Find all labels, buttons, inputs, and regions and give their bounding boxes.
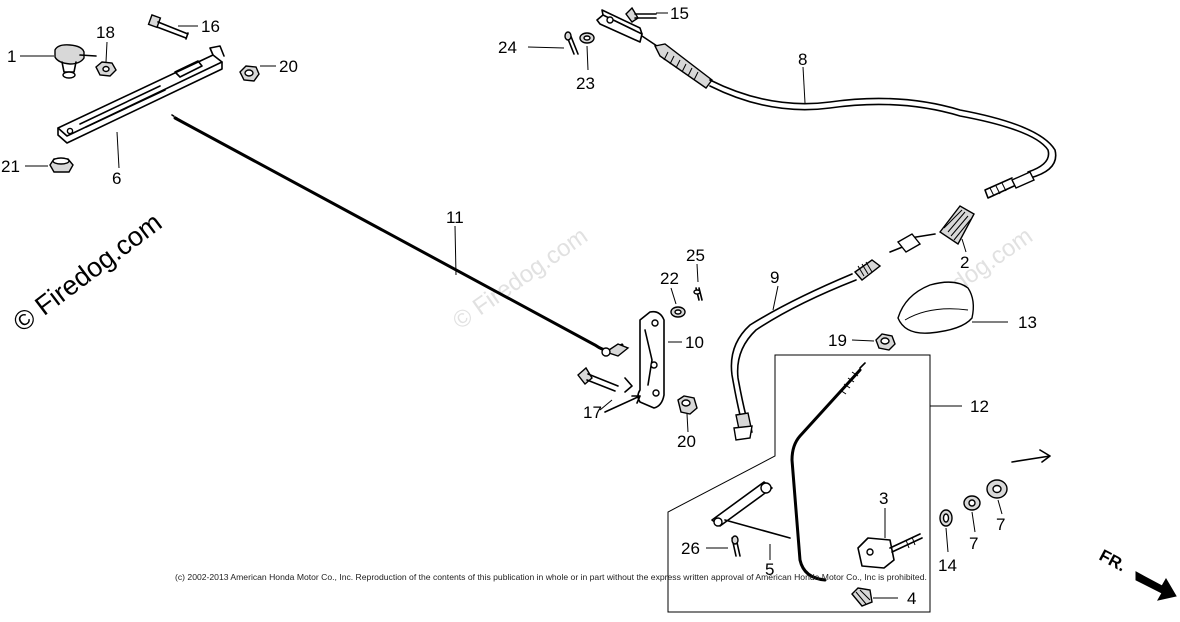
arm-5-part [711, 481, 791, 539]
grommet-14-part [939, 509, 953, 527]
pin-24-part [564, 31, 579, 55]
callout-24: 24 [498, 38, 517, 57]
nut-19-part [875, 333, 896, 351]
callout-14: 14 [938, 556, 957, 575]
knob-13-part [897, 281, 975, 334]
bracket-6-part [57, 45, 225, 144]
copyright-notice: (c) 2002-2013 American Honda Motor Co., … [175, 572, 927, 582]
callout-25: 25 [686, 246, 705, 265]
callout-10: 10 [685, 333, 704, 352]
collar-7a-part [963, 495, 981, 511]
ball-joint-part [54, 44, 97, 79]
boot-2-part [889, 205, 975, 253]
pin-25-part [693, 287, 703, 301]
direction-arrow-small [1011, 449, 1051, 463]
callout-1: 1 [7, 47, 16, 66]
watermark-main: © Firedog.com [8, 207, 168, 338]
cable-9-part [730, 259, 882, 441]
washer-22-part [670, 306, 686, 318]
callout-17: 17 [583, 403, 602, 422]
spring-4-part [851, 587, 873, 607]
callout-8: 8 [798, 50, 807, 69]
washer-23-part [579, 32, 595, 44]
callout-19: 19 [828, 331, 847, 350]
callout-18: 18 [96, 23, 115, 42]
callout-21: 21 [1, 157, 20, 176]
callout-22: 22 [660, 269, 679, 288]
callout-12: 12 [970, 397, 989, 416]
bolt-16-part [147, 14, 189, 40]
callout-23: 23 [576, 74, 595, 93]
collar-7b-part [986, 479, 1008, 499]
callout-20-mid: 20 [677, 432, 696, 451]
pin-26-part [731, 535, 741, 557]
callout-13: 13 [1018, 313, 1037, 332]
front-direction-indicator [1135, 571, 1177, 601]
callout-26: 26 [681, 539, 700, 558]
callout-7a: 7 [969, 534, 978, 553]
cable-8-part [596, 9, 1057, 199]
callout-11: 11 [446, 208, 464, 227]
callout-6: 6 [112, 169, 121, 188]
rod-11-part [171, 114, 630, 357]
callout-9: 9 [770, 268, 779, 287]
bolt-15-part [625, 6, 657, 23]
assembly-box-12 [667, 354, 931, 613]
lever-12-part [790, 362, 866, 582]
nut-20-top-part [239, 65, 260, 82]
front-direction-label: FR. [1096, 546, 1129, 576]
nut-21-part [49, 157, 74, 173]
callout-20-top: 20 [279, 57, 298, 76]
callout-5: 5 [765, 560, 774, 579]
callout-16: 16 [201, 17, 220, 36]
callout-3: 3 [879, 489, 888, 508]
bracket-10-part [637, 310, 665, 409]
bolt-17-part [577, 366, 641, 413]
bracket-3-part [857, 533, 923, 569]
callout-2: 2 [960, 253, 969, 272]
callout-7b: 7 [996, 515, 1005, 534]
nut-20-mid-part [677, 395, 698, 415]
callout-4: 4 [907, 589, 916, 608]
callout-15: 15 [670, 4, 689, 23]
nut-18-part [95, 61, 117, 77]
